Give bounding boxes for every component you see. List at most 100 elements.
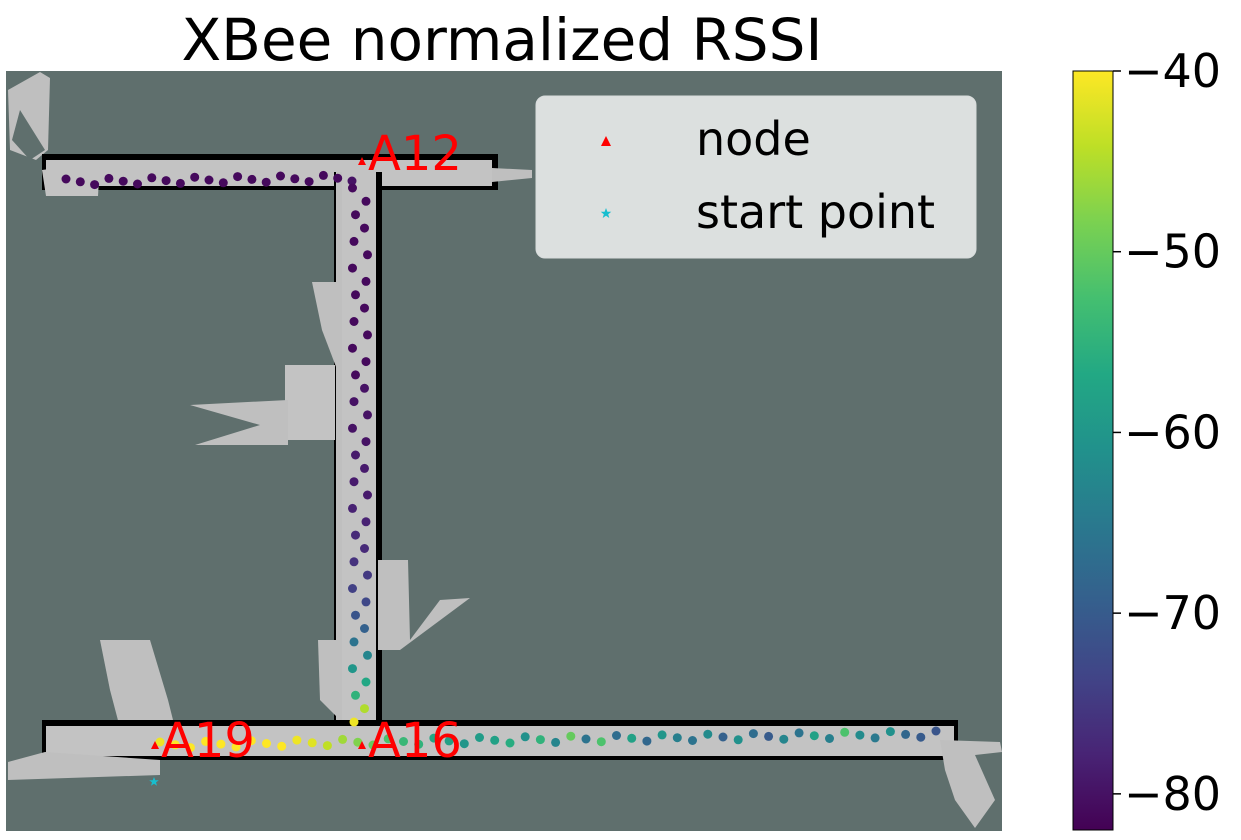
node-marker-a16 (358, 741, 366, 749)
rssi-point (581, 734, 591, 744)
legend-node-icon (601, 136, 611, 146)
rssi-point (535, 735, 545, 745)
rssi-point (276, 171, 285, 181)
rssi-point (290, 174, 300, 184)
rssi-point (349, 637, 359, 647)
rssi-point (349, 236, 359, 246)
map-vertical-corridor (342, 172, 376, 752)
rssi-point (348, 503, 357, 513)
rssi-point (351, 210, 360, 220)
rssi-point (520, 732, 530, 742)
rssi-point (218, 178, 228, 188)
rssi-point (794, 728, 804, 738)
rssi-point (360, 303, 369, 313)
rssi-point (348, 183, 357, 193)
rssi-point (363, 250, 372, 260)
rssi-point (333, 173, 343, 183)
map-vertical-corridor-left (336, 172, 344, 732)
rssi-point (809, 731, 819, 741)
rssi-point (657, 730, 667, 740)
rssi-point (185, 743, 195, 753)
map-side-room-wedge (190, 400, 288, 445)
node-label-a19: A19 (161, 713, 255, 769)
map-left-tower-top-inner (12, 110, 45, 160)
rssi-point (361, 276, 371, 286)
rssi-point (360, 463, 369, 473)
rssi-point (931, 726, 941, 736)
colorbar-tick-label: −60 (1124, 405, 1221, 459)
rssi-point (505, 738, 515, 748)
rssi-point (204, 175, 214, 185)
rssi-point (383, 734, 393, 744)
colorbar-tick-label: −50 (1124, 225, 1221, 279)
rssi-point (566, 731, 576, 741)
rssi-point (361, 357, 371, 367)
rssi-point (349, 397, 359, 407)
map-top-right-stub (492, 168, 532, 182)
rssi-point (351, 530, 360, 540)
rssi-point (247, 174, 257, 184)
rssi-point (231, 742, 241, 752)
rssi-point (348, 263, 357, 273)
colorbar-tick-label: −80 (1124, 767, 1221, 821)
rssi-point (429, 733, 439, 743)
rssi-point (596, 737, 606, 747)
rssi-point (901, 729, 911, 739)
rssi-point (360, 624, 369, 633)
rssi-point (348, 343, 357, 353)
rssi-point (551, 737, 561, 747)
rssi-point (360, 544, 369, 553)
rssi-point (318, 170, 328, 180)
rssi-point (363, 570, 372, 580)
colorbar-gradient (1072, 70, 1114, 831)
colorbar-ticks: −40−50−60−70−80 (1113, 44, 1221, 821)
legend: node start point (535, 95, 977, 259)
rssi-point (348, 664, 357, 674)
rssi-point (292, 735, 302, 745)
rssi-point (870, 733, 880, 743)
rssi-point (170, 740, 180, 750)
rssi-point (349, 557, 359, 567)
rssi-point (351, 290, 360, 300)
rssi-point (885, 727, 895, 737)
map-top-corridor-left-end (42, 162, 100, 196)
colorbar-tick-label: −70 (1124, 586, 1221, 640)
rssi-point (351, 690, 360, 700)
rssi-point (627, 733, 637, 743)
node-label-a12: A12 (368, 126, 462, 182)
rssi-point (351, 610, 360, 620)
map-bottom-left-entrance (8, 752, 160, 780)
rssi-point (612, 731, 621, 740)
rssi-point (916, 732, 926, 742)
rssi-point (368, 740, 378, 750)
rssi-point (233, 172, 243, 182)
rssi-point (718, 732, 728, 742)
rssi-point (363, 410, 372, 420)
rssi-point (353, 737, 363, 747)
map-lower-left-wedge (318, 640, 340, 720)
legend-box (535, 95, 977, 259)
rssi-point (347, 176, 357, 186)
rssi-point (351, 450, 360, 460)
rssi-point (363, 650, 372, 660)
rssi-point (360, 704, 369, 714)
rssi-point (161, 176, 171, 186)
map-lower-left-room (100, 640, 175, 728)
rssi-point (307, 738, 317, 748)
rssi-point (361, 196, 371, 206)
rssi-point (348, 423, 357, 433)
rssi-point (155, 737, 165, 747)
rssi-point (216, 739, 226, 749)
map-bottom-right-room (940, 740, 1002, 828)
rssi-point (104, 173, 114, 183)
rssi-point (133, 179, 142, 189)
rssi-point (360, 383, 369, 393)
node-marker-a12 (358, 157, 366, 165)
map-right-wedge-mid (378, 560, 470, 650)
chart-title: XBee normalized RSSI (181, 6, 823, 74)
map-upper-wedge (312, 282, 338, 372)
rssi-point (825, 734, 834, 743)
colorbar: −40−50−60−70−80 (1072, 44, 1221, 831)
legend-start-point-icon (600, 208, 612, 218)
